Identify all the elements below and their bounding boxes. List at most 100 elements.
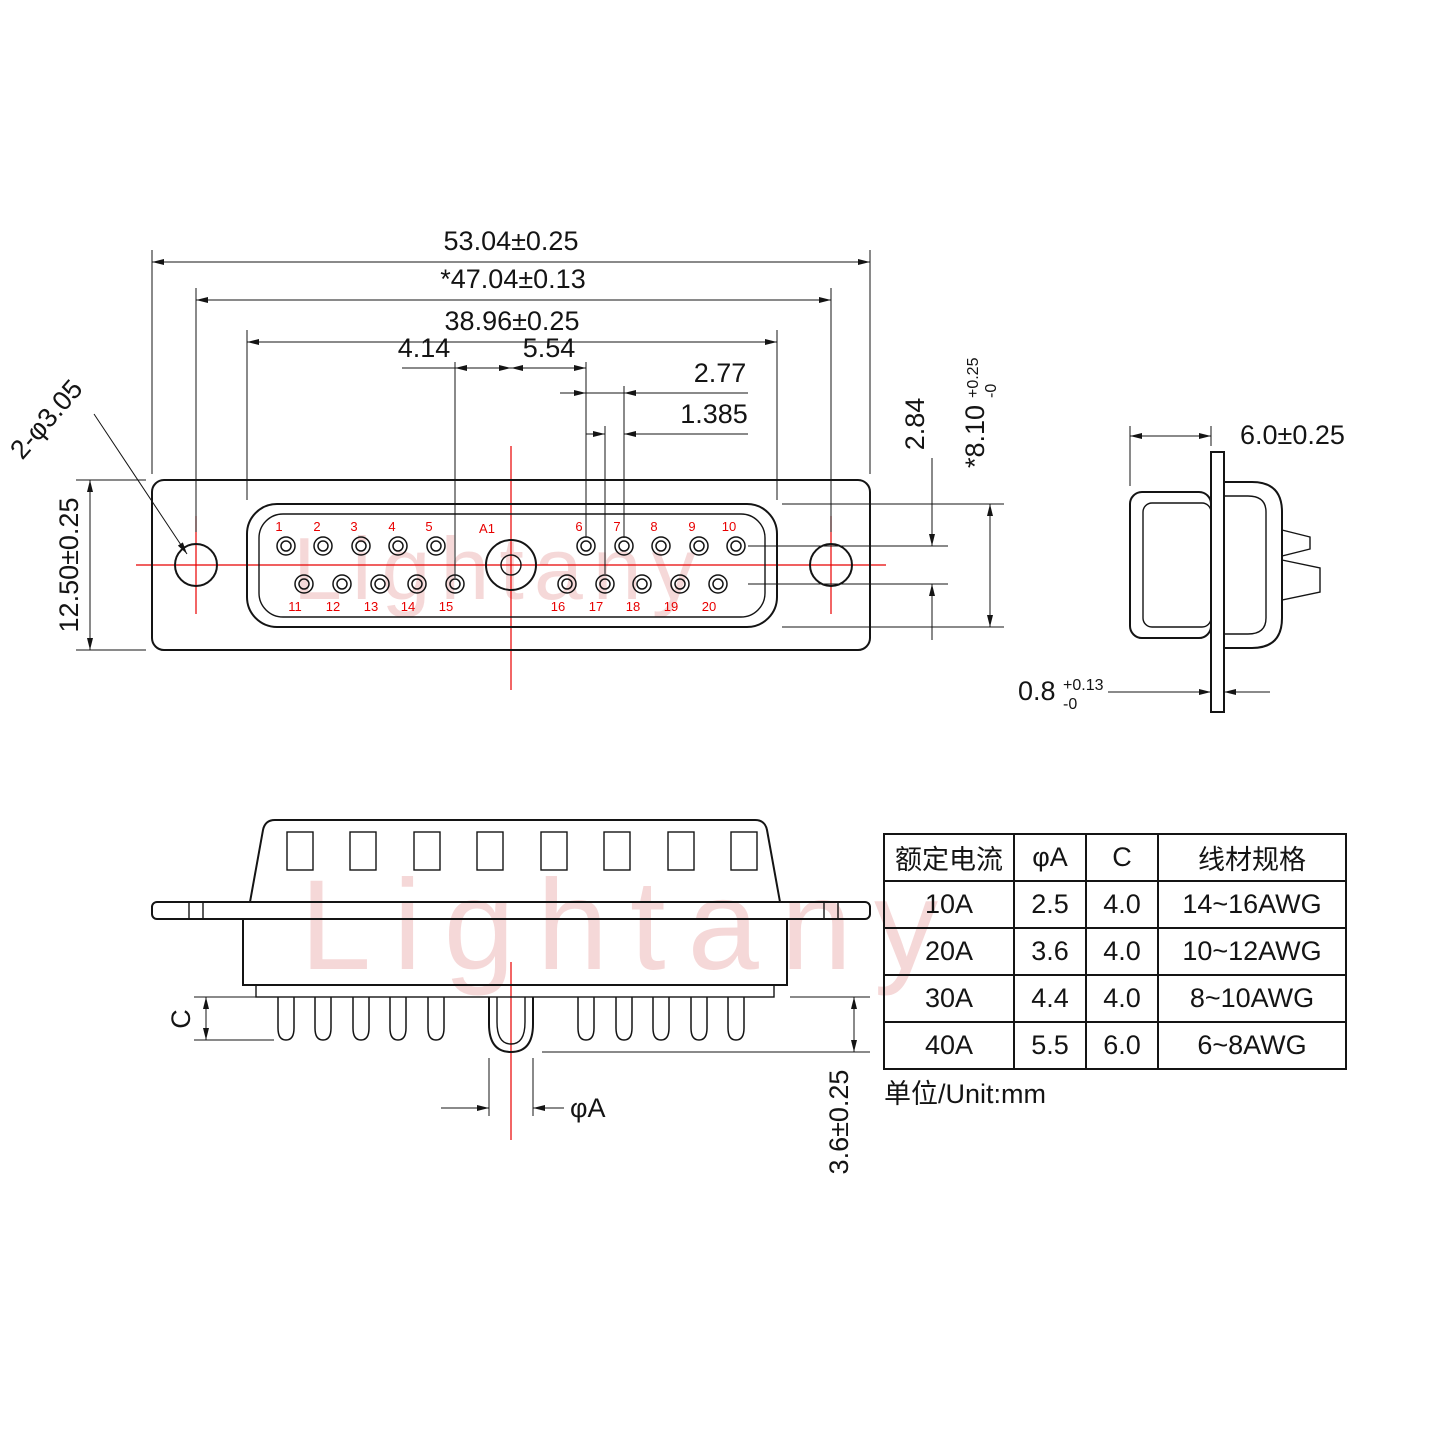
pin-number-a1: A1 [479,521,495,536]
dim-label: 6.0±0.25 [1240,420,1345,450]
spec-table: 额定电流 φA C 线材规格 10A 2.5 4.0 14~16AWG 20A … [883,833,1347,1070]
flange-outline [151,479,871,651]
table-cell: 8~10AWG [1157,974,1347,1023]
dim-hole-span: *47.04±0.13 [195,264,832,532]
watermark-text: Lightany [300,854,960,997]
dim-277: 2.77 [560,358,748,538]
pin-number: 16 [551,599,565,614]
dim-label: 38.96±0.25 [445,306,580,336]
table-cell: 3.6 [1013,927,1087,976]
dim-label: 5.54 [523,333,576,363]
rear-body-profile [1223,481,1283,649]
hood-vents [286,831,758,871]
table-header-cell: C [1085,833,1159,882]
dim-label: 2.84 [900,398,930,451]
shell-inner [258,513,766,618]
table-row: 40A 5.5 6.0 6~8AWG [883,1021,1347,1070]
solder-cup-a1 [488,997,534,1054]
dim-shell-height: *8.10 +0.25 -0 [782,357,1004,628]
table-row: 30A 4.4 4.0 8~10AWG [883,974,1347,1023]
table-header-cell: φA [1013,833,1087,882]
dim-tolerance-upper: +0.25 [965,357,982,398]
mounting-hole-edge [188,901,204,920]
pin-number: 10 [722,519,736,534]
dim-label: 0.8 [1018,676,1056,706]
dim-flange-thickness: 0.8 +0.13 -0 [1018,676,1270,713]
solder-cup-profile [1281,529,1311,557]
shell-profile [1129,491,1212,639]
pin-number: 5 [425,519,432,534]
pin-number: 2 [313,519,320,534]
table-cell: 2.5 [1013,880,1087,929]
table-cell: 4.0 [1085,974,1159,1023]
table-cell: 10~12AWG [1157,927,1347,976]
solder-cups [277,997,745,1041]
dim-flange-width: 53.04±0.25 [151,226,871,474]
dim-cup-length: 3.6±0.25 [542,996,870,1175]
dim-554: 5.54 [511,333,587,538]
dim-cup-depth: C [166,996,274,1041]
pin-number: 1 [275,519,282,534]
dim-label: 1.385 [680,399,748,429]
dim-tolerance-lower: -0 [1063,696,1077,713]
dim-cup-diameter: φA [441,1058,606,1123]
mounting-hole-right [809,543,853,587]
centerlines [136,446,886,690]
hood-outline [248,819,782,903]
watermark-text: Lightany [293,519,706,618]
dim-label: 3.6±0.25 [824,1070,854,1175]
table-header-row: 额定电流 φA C 线材规格 [883,833,1347,882]
table-cell: 4.0 [1085,927,1159,976]
table-cell: 10A [883,880,1015,929]
dim-label: 53.04±0.25 [444,226,579,256]
table-cell: 40A [883,1021,1015,1070]
dim-label: φA [570,1093,606,1123]
pin-numbers: 1 2 3 4 5 A1 6 7 8 9 10 11 12 13 14 15 1… [275,519,736,614]
pin-number: 20 [702,599,716,614]
table-cell: 6~8AWG [1157,1021,1347,1070]
dim-label: *8.10 [960,405,990,468]
dim-tolerance-lower: -0 [983,384,1000,398]
pin-number: 19 [664,599,678,614]
pin-number: 7 [613,519,620,534]
table-cell: 5.5 [1013,1021,1087,1070]
pin-number: 9 [688,519,695,534]
rear-view: C 3.6±0.25 φA [151,819,871,1175]
flange-profile [1210,451,1225,713]
shell-outer [246,503,778,628]
dim-label: 4.14 [398,333,451,363]
pin-number: 17 [589,599,603,614]
dim-label: 12.50±0.25 [54,498,84,633]
shell-profile-inner [1142,502,1212,628]
rear-body-inner [1224,495,1267,635]
unit-label: 单位/Unit:mm [884,1079,1046,1109]
dim-flange-height: 12.50±0.25 [54,479,146,651]
table-row: 20A 3.6 4.0 10~12AWG [883,927,1347,976]
table-cell: 6.0 [1085,1021,1159,1070]
dim-label: 2-φ3.05 [4,374,88,465]
table-cell: 4.4 [1013,974,1087,1023]
pin-number: 12 [326,599,340,614]
pin-number: 15 [439,599,453,614]
table-cell: 4.0 [1085,880,1159,929]
pin-number: 14 [401,599,415,614]
table-row: 10A 2.5 4.0 14~16AWG [883,880,1347,929]
dim-414: 4.14 [398,333,511,578]
mounting-hole-left [174,543,218,587]
pin-number: 8 [650,519,657,534]
pin-number: 3 [350,519,357,534]
pin-number: 18 [626,599,640,614]
table-header-cell: 线材规格 [1157,833,1347,882]
dim-label: *47.04±0.13 [440,264,585,294]
dim-label: 2.77 [694,358,747,388]
pin-number: 4 [388,519,395,534]
table-cell: 14~16AWG [1157,880,1347,929]
table-cell: 20A [883,927,1015,976]
dim-body-depth: 6.0±0.25 [1129,420,1345,486]
dim-label: C [166,1009,196,1029]
body-outline [242,918,788,986]
pin-number: 11 [288,599,302,614]
side-view: 6.0±0.25 0.8 +0.13 -0 [1018,420,1345,713]
